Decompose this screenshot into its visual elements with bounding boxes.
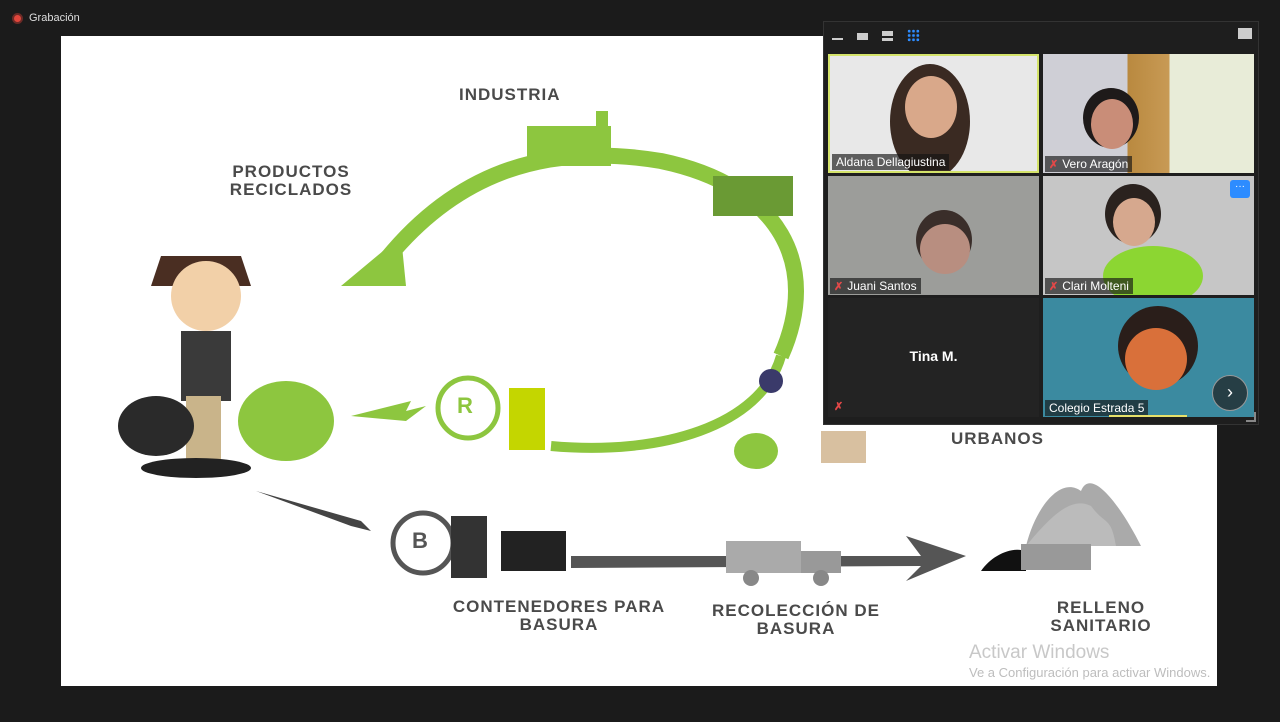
letter-b: B — [412, 528, 429, 553]
letter-r: R — [457, 393, 474, 418]
muted-mic-icon: ✗ — [834, 401, 844, 413]
label-contenedores: CONTENEDORES PARA BASURA — [452, 597, 666, 634]
label-industria: INDUSTRIA — [459, 85, 561, 104]
video-tile[interactable]: ··· ✗Clari Molteni — [1043, 176, 1254, 295]
arrow-head — [341, 236, 406, 286]
label-recoleccion: RECOLECCIÓN DE BASURA — [712, 601, 880, 638]
label-productos-reciclados: PRODUCTOS RECICLADOS — [229, 162, 353, 199]
green-bin-icon — [509, 388, 545, 450]
recording-label: Grabación — [29, 12, 80, 24]
r-circle — [435, 375, 501, 441]
video-tile[interactable]: ✗Juani Santos — [828, 176, 1039, 295]
next-page-button[interactable]: › — [1212, 375, 1248, 411]
garbage-truck-icon — [726, 541, 801, 573]
gallery-view-icon[interactable] — [907, 29, 920, 42]
arrow-to-recycle — [351, 401, 426, 421]
speaker-view-icon[interactable] — [857, 33, 868, 40]
audio-level-bar — [1109, 415, 1187, 417]
video-tile[interactable]: Aldana Dellagiustina — [828, 54, 1039, 173]
green-bag-icon — [238, 381, 334, 461]
record-icon — [12, 12, 23, 24]
video-tile[interactable]: Tina M. ✗ — [828, 298, 1039, 417]
participant-name: Aldana Dellagiustina — [836, 155, 946, 169]
kid-figure — [759, 369, 783, 393]
muted-mic-icon: ✗ — [1049, 280, 1059, 293]
exit-fullscreen-icon[interactable] — [1238, 28, 1252, 39]
boxes-icon — [821, 431, 866, 463]
black-bin-icon — [451, 516, 487, 578]
windows-activation-title: Activar Windows — [969, 642, 1110, 663]
cycle-arrow-bottom — [550, 354, 786, 453]
participant-name: Tina M. — [909, 348, 958, 364]
arrow-to-bins — [256, 491, 371, 531]
video-tile[interactable]: Colegio Estrada 5 › — [1043, 298, 1254, 417]
resize-handle-icon[interactable] — [1246, 412, 1256, 422]
muted-mic-icon: ✗ — [834, 280, 844, 293]
man-face — [171, 261, 241, 331]
more-options-button[interactable]: ··· — [1230, 180, 1250, 198]
view-toolbar — [832, 28, 920, 44]
factory-icon — [527, 126, 611, 166]
black-bag-icon — [118, 396, 194, 456]
participant-name: Vero Aragón — [1062, 157, 1129, 171]
man-body — [181, 331, 231, 401]
strip-view-icon[interactable] — [882, 31, 893, 41]
label-relleno-sanitario: RELLENO SANITARIO — [1050, 598, 1152, 635]
participant-name: Colegio Estrada 5 — [1049, 401, 1145, 415]
recycling-diagram — [118, 111, 1141, 586]
label-urbanos: URBANOS — [951, 429, 1044, 448]
participant-name: Juani Santos — [847, 279, 917, 293]
garbage-pile — [981, 549, 1026, 571]
video-tile[interactable]: ✗Vero Aragón — [1043, 54, 1254, 173]
warehouse-icon — [713, 176, 793, 216]
dumpster-icon — [501, 531, 566, 571]
zoom-gallery-panel: Aldana Dellagiustina ✗Vero Aragón ✗Juani… — [823, 21, 1259, 425]
participant-name: Clari Molteni — [1062, 279, 1129, 293]
muted-mic-icon: ✗ — [1049, 158, 1059, 171]
recording-indicator[interactable]: Grabación — [12, 12, 80, 24]
cycle-arrow-top — [374, 147, 804, 360]
minimize-icon[interactable] — [832, 38, 843, 40]
windows-activation-subtitle: Ve a Configuración para activar Windows. — [969, 665, 1211, 680]
